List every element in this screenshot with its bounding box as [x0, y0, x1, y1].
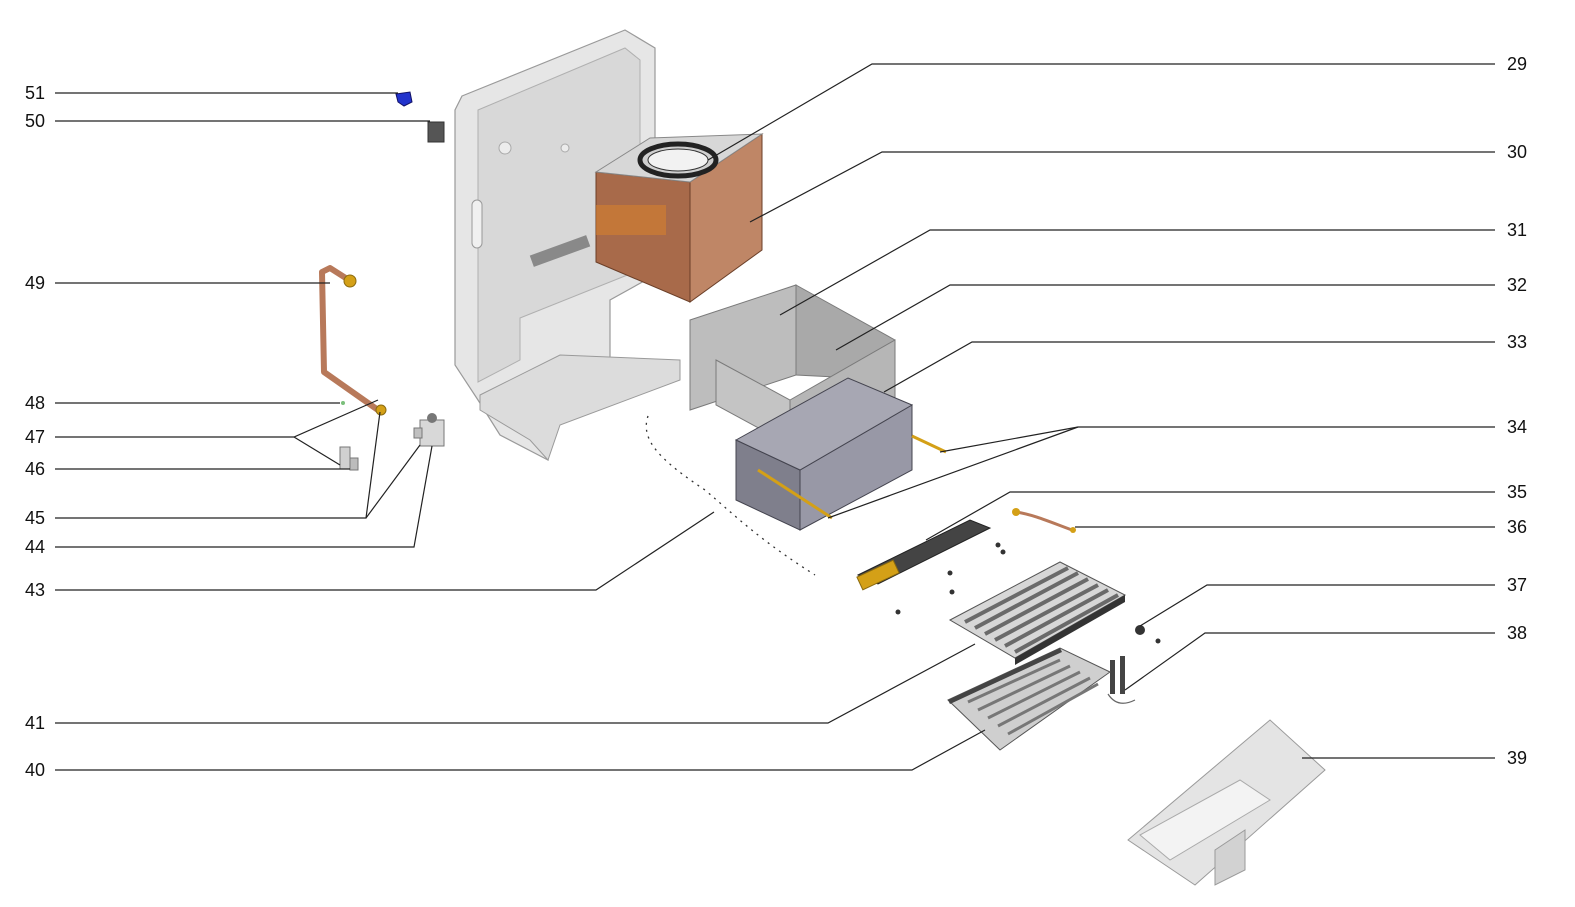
part-48-seal	[341, 401, 345, 405]
part-44-gas-valve	[413, 413, 445, 447]
leader-34	[939, 426, 1495, 453]
label-40: 40	[25, 760, 45, 780]
part-50-bracket	[427, 121, 445, 143]
leader-38	[1124, 632, 1495, 691]
label-36: 36	[1507, 517, 1527, 537]
label-45: 45	[25, 508, 45, 528]
label-37: 37	[1507, 575, 1527, 595]
chassis-frame	[454, 29, 681, 461]
label-44: 44	[25, 537, 45, 557]
part-37-sensor	[1135, 625, 1161, 644]
label-35: 35	[1507, 482, 1527, 502]
leader-45	[55, 411, 381, 519]
leader-40	[55, 729, 986, 771]
label-31: 31	[1507, 220, 1527, 240]
left-labels: 51 50 49 48 47 46 45 44 43 41 40	[25, 83, 45, 780]
part-35-manifold	[856, 519, 1006, 615]
leader-29	[707, 63, 1495, 161]
label-46: 46	[25, 459, 45, 479]
leader-45b	[365, 444, 421, 519]
label-51: 51	[25, 83, 45, 103]
label-50: 50	[25, 111, 45, 131]
dotted-guide-line	[645, 415, 816, 576]
label-32: 32	[1507, 275, 1527, 295]
leader-30	[749, 151, 1495, 223]
leader-47	[55, 399, 379, 438]
label-38: 38	[1507, 623, 1527, 643]
leader-37	[1139, 584, 1495, 627]
part-40-tray	[947, 647, 1111, 751]
leader-31	[779, 229, 1495, 316]
leader-44	[55, 445, 433, 548]
part-41-burner	[948, 561, 1127, 665]
leader-41	[55, 643, 976, 724]
part-51-clip	[395, 91, 413, 107]
part-46-tap	[339, 446, 359, 471]
part-34-combustion-chamber	[734, 377, 947, 531]
label-43: 43	[25, 580, 45, 600]
label-33: 33	[1507, 332, 1527, 352]
label-41: 41	[25, 713, 45, 733]
leader-35	[925, 491, 1495, 541]
part-39-bottom-cover	[1127, 719, 1326, 886]
leader-32	[835, 284, 1495, 351]
part-36-pipe	[1012, 508, 1076, 533]
label-49: 49	[25, 273, 45, 293]
leader-lines	[55, 63, 1495, 771]
label-39: 39	[1507, 748, 1527, 768]
label-48: 48	[25, 393, 45, 413]
label-30: 30	[1507, 142, 1527, 162]
part-29-flue-collar	[637, 141, 719, 179]
leader-47b	[293, 436, 341, 466]
right-labels: 29 30 31 32 33 34 35 36 37 38 39	[1507, 54, 1527, 768]
label-29: 29	[1507, 54, 1527, 74]
leader-34b	[827, 426, 1079, 519]
leader-33	[883, 341, 1495, 393]
label-34: 34	[1507, 417, 1527, 437]
part-38-electrodes	[1107, 656, 1136, 704]
leader-43	[55, 511, 715, 591]
part-49-copper-pipe	[319, 265, 387, 416]
label-47: 47	[25, 427, 45, 447]
